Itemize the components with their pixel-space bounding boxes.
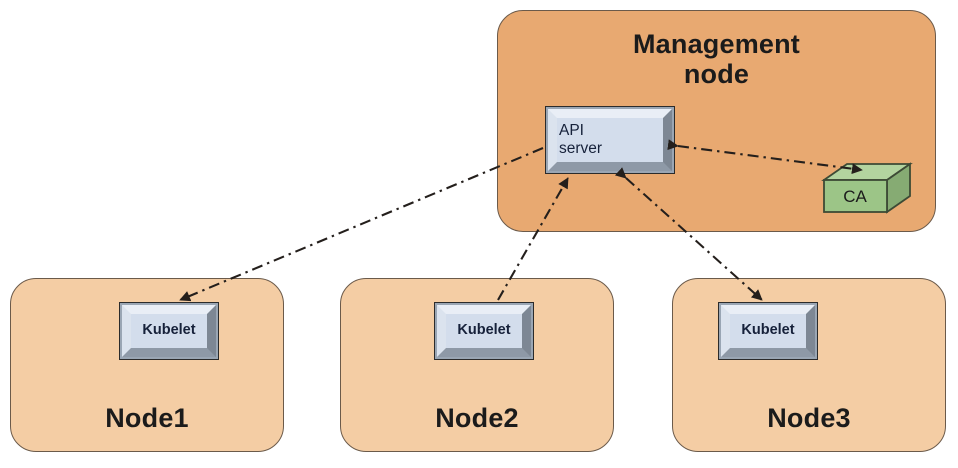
node1-label: Node1 [105,402,189,433]
node2-label: Node2 [435,402,519,433]
node3-label: Node3 [767,402,851,433]
connector-node2-to-api [497,177,569,301]
management-node-label: Management node [632,29,801,90]
kubelet-bevel [437,305,531,357]
connector-node3-to-api [614,167,763,301]
ca-cube-front [823,179,888,213]
connector-api-to-ca [667,139,863,175]
ca-label: CA [843,187,867,206]
kubelet-bevel [721,305,815,357]
kubelet-bevel [122,305,216,357]
ca-cube[interactable]: CA [821,162,913,214]
connector-api-to-node1 [179,147,544,302]
